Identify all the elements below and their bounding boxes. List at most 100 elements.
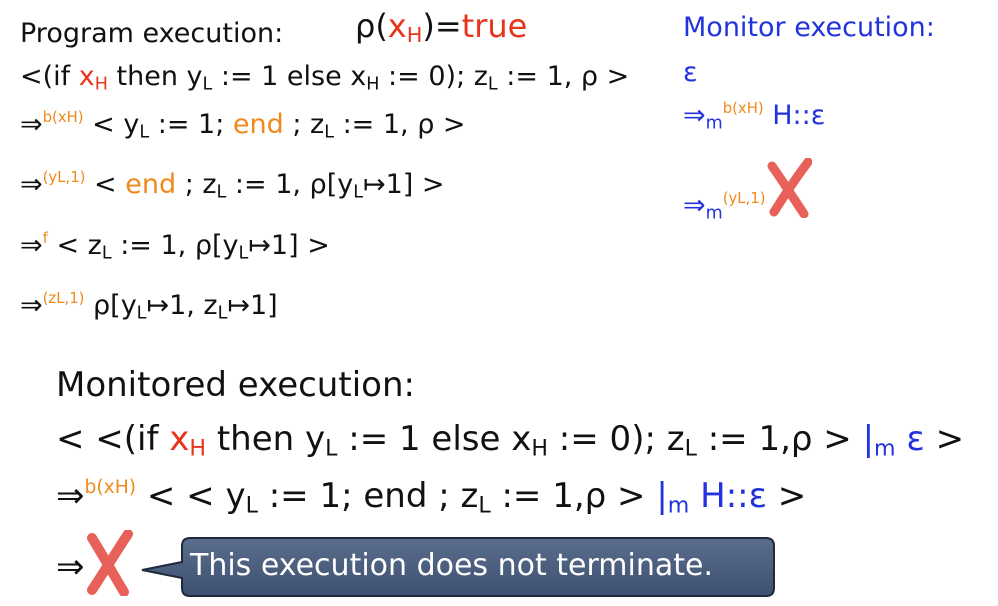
pl1-y-sub: L [202,74,213,95]
pl4-a: < z [47,230,102,261]
mon2-bar: | [656,476,668,516]
mon2-c: := 1,ρ > [490,476,657,516]
mon1-z-sub: L [684,435,697,462]
rho-x-sub: H [406,23,423,48]
mon1-b: then y [206,419,326,459]
pl2-arrow: ⇒ [20,109,43,140]
program-header: Program execution: [20,20,283,47]
ml3-label: (yL,1) [722,188,766,207]
mon3-arrow: ⇒ [56,547,85,587]
pl3-end: end [125,169,177,200]
pl1-d: := 0); z [379,61,488,92]
mon1-f: > [924,419,965,459]
pl2-c: ; z [283,109,325,140]
pl1-e: := 1, ρ > [497,61,630,92]
monitored-cross-icon [84,529,134,597]
ml2-label: b(xH) [722,98,764,117]
pl4-label: f [42,228,48,247]
pl3-b: ; z [176,169,217,200]
mon2-arrow: ⇒ [56,476,85,516]
mon2-b: := 1; end ; z [257,476,479,516]
mon1-x2-sub: H [531,435,548,462]
mon2-z-sub: L [478,492,491,519]
callout-text: This execution does not terminate. [190,548,713,583]
ml2-text: H::ε [763,100,826,131]
pl3-d: ↦1] > [363,169,445,200]
pl4-c: ↦1] > [248,230,330,261]
mon1-bar-sub: m [874,435,896,462]
program-line-2: ⇒b(xH) < yL := 1; end ; zL := 1, ρ > [20,107,466,141]
pl1-x-sub: H [94,74,108,95]
mon2-text: H::ε [689,476,767,516]
monitor-line-1: ε [683,59,698,86]
pl1-b: then y [107,61,203,92]
pl5-b: ↦1, z [146,290,218,321]
mon1-d: := 0); z [548,419,685,459]
pl4-y-sub: L [238,243,249,264]
mon2-d: > [767,476,807,516]
pl5-a: ρ[y [84,290,137,321]
monitor-header-text: Monitor execution: [683,12,935,43]
monitor-line-2: ⇒mb(xH) H::ε [683,98,826,132]
monitored-line-3: ⇒ [56,550,85,584]
rho-open: ρ( [355,7,388,45]
pl4-z-sub: L [101,243,112,264]
callout-bubble-shape [141,537,775,597]
mon2-bar-sub: m [667,492,690,519]
pl5-arrow: ⇒ [20,290,43,321]
monitor-eps: ε [683,57,698,88]
pl1-z-sub: L [487,74,498,95]
monitor-cross-icon [766,157,813,223]
mon1-eps: ε [895,419,925,459]
rho-x-var: x [387,7,407,45]
pl4-arrow: ⇒ [20,230,43,261]
mon1-y-sub: L [325,435,338,462]
pl2-label: b(xH) [42,107,84,126]
monitor-header: Monitor execution: [683,14,935,41]
mon2-a: < < y [136,476,246,516]
monitored-header: Monitored execution: [56,368,415,402]
mon1-bar: | [862,419,875,459]
pl3-z-sub: L [216,182,227,203]
rho-true-condition: ρ(xH)=true [355,7,528,46]
mon1-x-sub: H [189,435,207,462]
monitored-line-1: < <(if xH then yL := 1 else xH := 0); zL… [56,419,965,460]
mon1-e: := 1,ρ > [696,419,863,459]
mon1-c: := 1 else x [337,419,532,459]
pl3-c: := 1, ρ[y [226,169,354,200]
program-header-text: Program execution: [20,18,284,49]
ml2-m-sub: m [705,113,723,134]
rho-true-value: true [461,7,528,45]
pl5-y-sub: L [136,303,147,324]
pl5-label: (zL,1) [42,288,85,307]
pl5-c: ↦1] [227,290,278,321]
pl1-x2-sub: H [366,74,380,95]
program-line-5: ⇒(zL,1) ρ[yL↦1, zL↦1] [20,288,278,322]
mon2-label: b(xH) [84,476,137,498]
monitored-line-2: ⇒b(xH) < < yL := 1; end ; zL := 1,ρ > |m… [56,476,807,516]
monitored-header-text: Monitored execution: [56,365,415,405]
ml2-arrow: ⇒ [683,100,706,131]
pl2-y-sub: L [139,122,150,143]
ml3-m-sub: m [705,203,723,224]
mon1-a: < <(if [56,419,170,459]
pl2-b: := 1; [149,109,233,140]
pl1-x: x [78,61,95,92]
pl3-label: (yL,1) [42,167,86,186]
pl3-arrow: ⇒ [20,169,43,200]
mon2-y-sub: L [245,492,258,519]
pl2-d: := 1, ρ > [333,109,466,140]
program-line-4: ⇒f < zL := 1, ρ[yL↦1] > [20,228,330,262]
pl3-a: < [85,169,126,200]
pl2-end: end [232,109,284,140]
mon1-x: x [169,419,190,459]
ml3-arrow: ⇒ [683,189,706,221]
non-termination-callout: This execution does not terminate. [138,534,778,600]
pl2-z-sub: L [324,122,334,143]
pl5-z-sub: L [217,303,228,324]
pl2-a: < y [83,109,140,140]
pl3-y-sub: L [353,182,363,203]
pl1-a: <(if [20,61,79,92]
program-line-1: <(if xH then yL := 1 else xH := 0); zL :… [20,61,630,93]
monitor-line-3: ⇒m(yL,1) [683,157,813,224]
